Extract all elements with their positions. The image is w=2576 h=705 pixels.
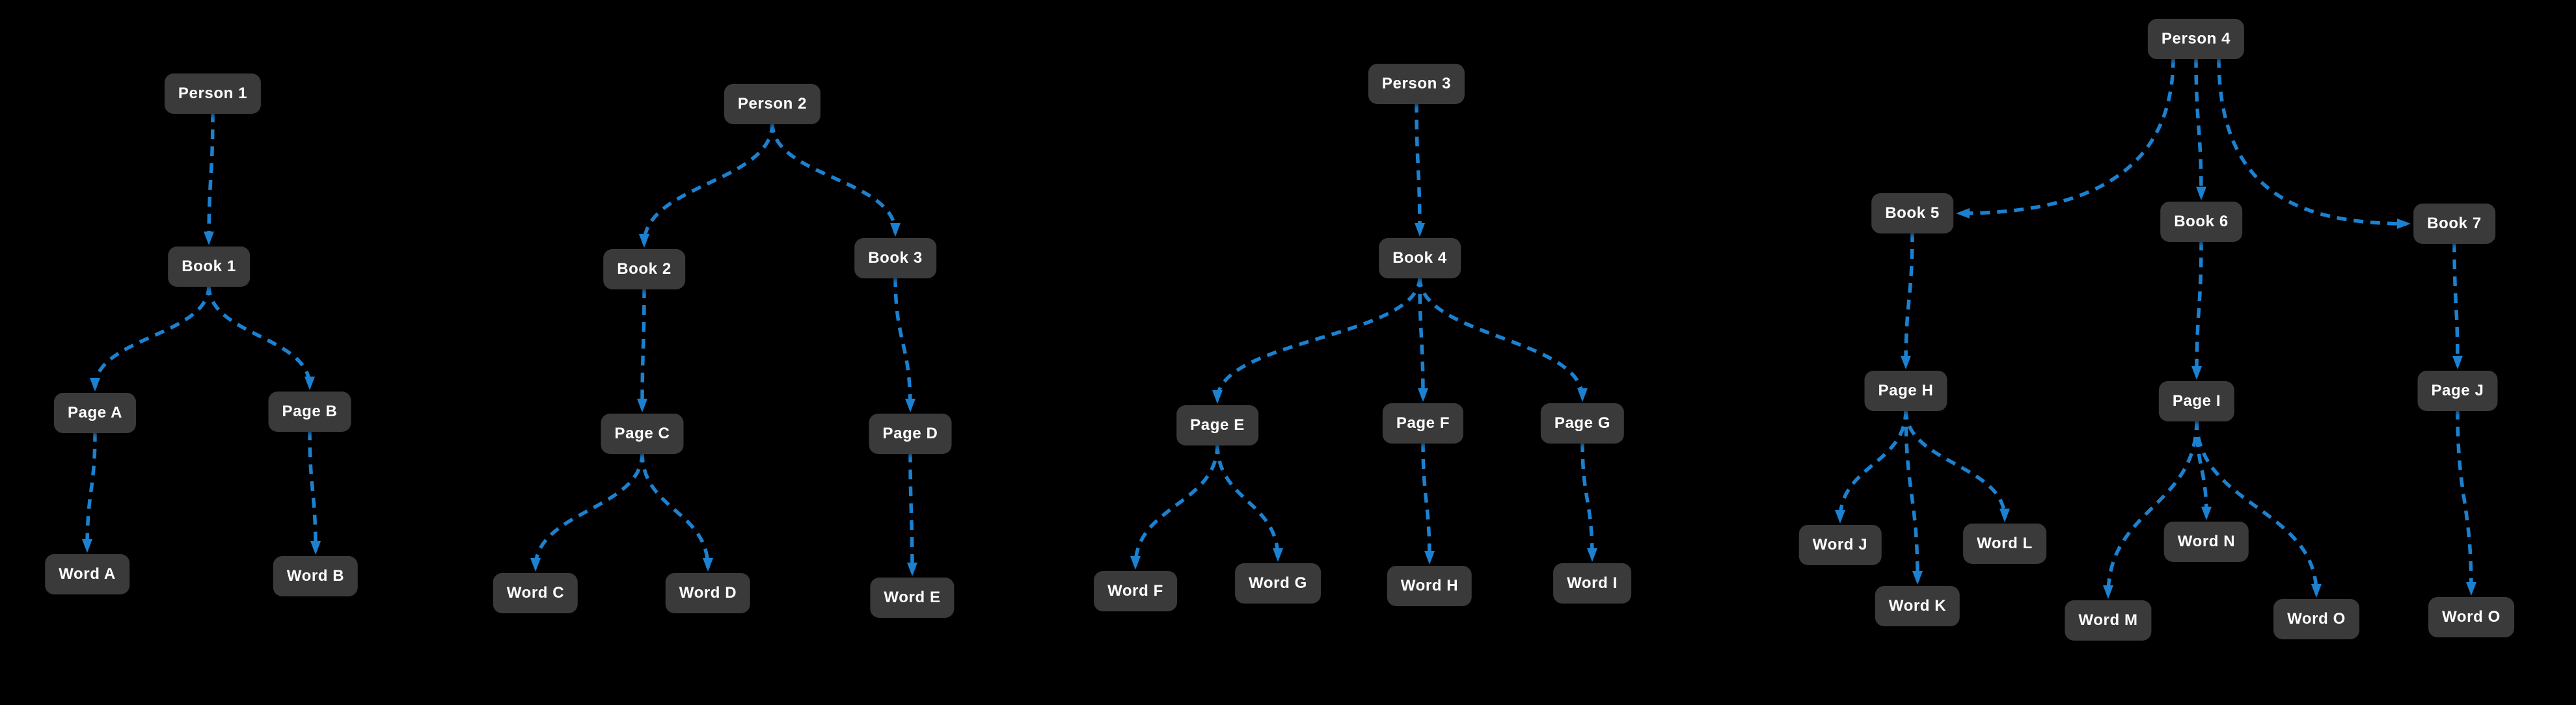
edge-p2-b2 [639, 122, 774, 248]
graph-node-p1[interactable]: Person 1 [164, 73, 262, 114]
graph-node-pgF[interactable]: Page F [1382, 403, 1464, 444]
edge-pgH-wK [1904, 409, 1923, 585]
graph-node-pgH[interactable]: Page H [1864, 371, 1947, 411]
edge-b2-pgC [637, 287, 648, 412]
graph-node-pgJ[interactable]: Page J [2417, 371, 2498, 411]
edge-p4-b6 [2194, 57, 2206, 200]
graph-node-b1[interactable]: Book 1 [168, 246, 250, 287]
graph-node-wG[interactable]: Word G [1235, 563, 1321, 604]
edge-b4-pgG [1418, 276, 1588, 402]
graph-node-wM[interactable]: Word M [2065, 600, 2152, 641]
edge-pgI-wO1 [2195, 419, 2322, 598]
graph-node-b6[interactable]: Book 6 [2160, 202, 2242, 242]
graph-node-wD[interactable]: Word D [665, 573, 751, 613]
edge-pgH-wL [1904, 409, 2010, 522]
graph-node-pgI[interactable]: Page I [2158, 381, 2235, 421]
graph-node-wO2[interactable]: Word O [2428, 597, 2514, 637]
graph-node-wF[interactable]: Word F [1094, 571, 1177, 611]
graph-node-pgC[interactable]: Page C [601, 414, 684, 454]
graph-node-b3[interactable]: Book 3 [854, 238, 936, 278]
edge-pgG-wI [1580, 442, 1597, 562]
graph-node-wI[interactable]: Word I [1553, 563, 1631, 604]
graph-node-p4[interactable]: Person 4 [2147, 19, 2245, 59]
graph-node-wK[interactable]: Word K [1875, 586, 1960, 626]
graph-node-wH[interactable]: Word H [1387, 566, 1472, 606]
graph-node-wL[interactable]: Word L [1963, 524, 2046, 564]
edge-b7-pgJ [2452, 242, 2463, 369]
graph-node-b4[interactable]: Book 4 [1379, 238, 1461, 278]
edge-b1-pgA [90, 285, 211, 392]
graph-node-wO1[interactable]: Word O [2273, 599, 2359, 639]
edge-p4-b7 [2217, 57, 2411, 229]
graph-node-pgD[interactable]: Page D [869, 414, 952, 454]
edge-p1-b1 [204, 112, 215, 245]
edge-pgA-wA [82, 431, 97, 553]
graph-node-wE[interactable]: Word E [870, 578, 955, 618]
edge-pgC-wD [640, 452, 713, 572]
edge-p3-b4 [1414, 102, 1425, 237]
graph-node-pgA[interactable]: Page A [53, 393, 137, 433]
edge-b3-pgD [893, 276, 915, 412]
edge-pgE-wG [1215, 444, 1283, 562]
edge-pgB-wB [308, 430, 321, 555]
edge-p2-b3 [770, 122, 901, 237]
edge-pgH-wJ [1835, 409, 1908, 524]
edge-b5-pgH [1901, 232, 1914, 369]
edge-pgE-wF [1130, 444, 1219, 570]
graph-node-b2[interactable]: Book 2 [603, 249, 685, 289]
graph-node-pgB[interactable]: Page B [268, 392, 351, 432]
edge-pgI-wM [2103, 419, 2199, 599]
graph-node-pgG[interactable]: Page G [1540, 403, 1625, 444]
graph-node-wA[interactable]: Word A [45, 554, 129, 594]
graph-node-pgE[interactable]: Page E [1176, 405, 1258, 446]
graph-node-p2[interactable]: Person 2 [724, 84, 821, 124]
graph-node-wC[interactable]: Word C [493, 573, 578, 613]
edge-pgF-wH [1421, 442, 1435, 565]
graph-node-b5[interactable]: Book 5 [1871, 193, 1953, 233]
edge-b1-pgB [207, 285, 315, 390]
edge-pgC-wC [530, 452, 644, 572]
graph-node-wN[interactable]: Word N [2163, 522, 2249, 562]
graph-node-b7[interactable]: Book 7 [2413, 204, 2495, 244]
edge-b4-pgF [1417, 276, 1428, 402]
edge-p4-b5 [1956, 57, 2175, 219]
graph-node-wJ[interactable]: Word J [1798, 525, 1882, 565]
edge-b4-pgE [1212, 276, 1422, 404]
graph-node-wB[interactable]: Word B [273, 556, 359, 596]
edge-pgJ-wO2 [2456, 409, 2476, 596]
graph-node-p3[interactable]: Person 3 [1368, 64, 1465, 104]
edge-pgI-wN [2195, 419, 2212, 520]
edge-pgD-wE [906, 452, 917, 576]
edge-b6-pgI [2191, 240, 2203, 380]
